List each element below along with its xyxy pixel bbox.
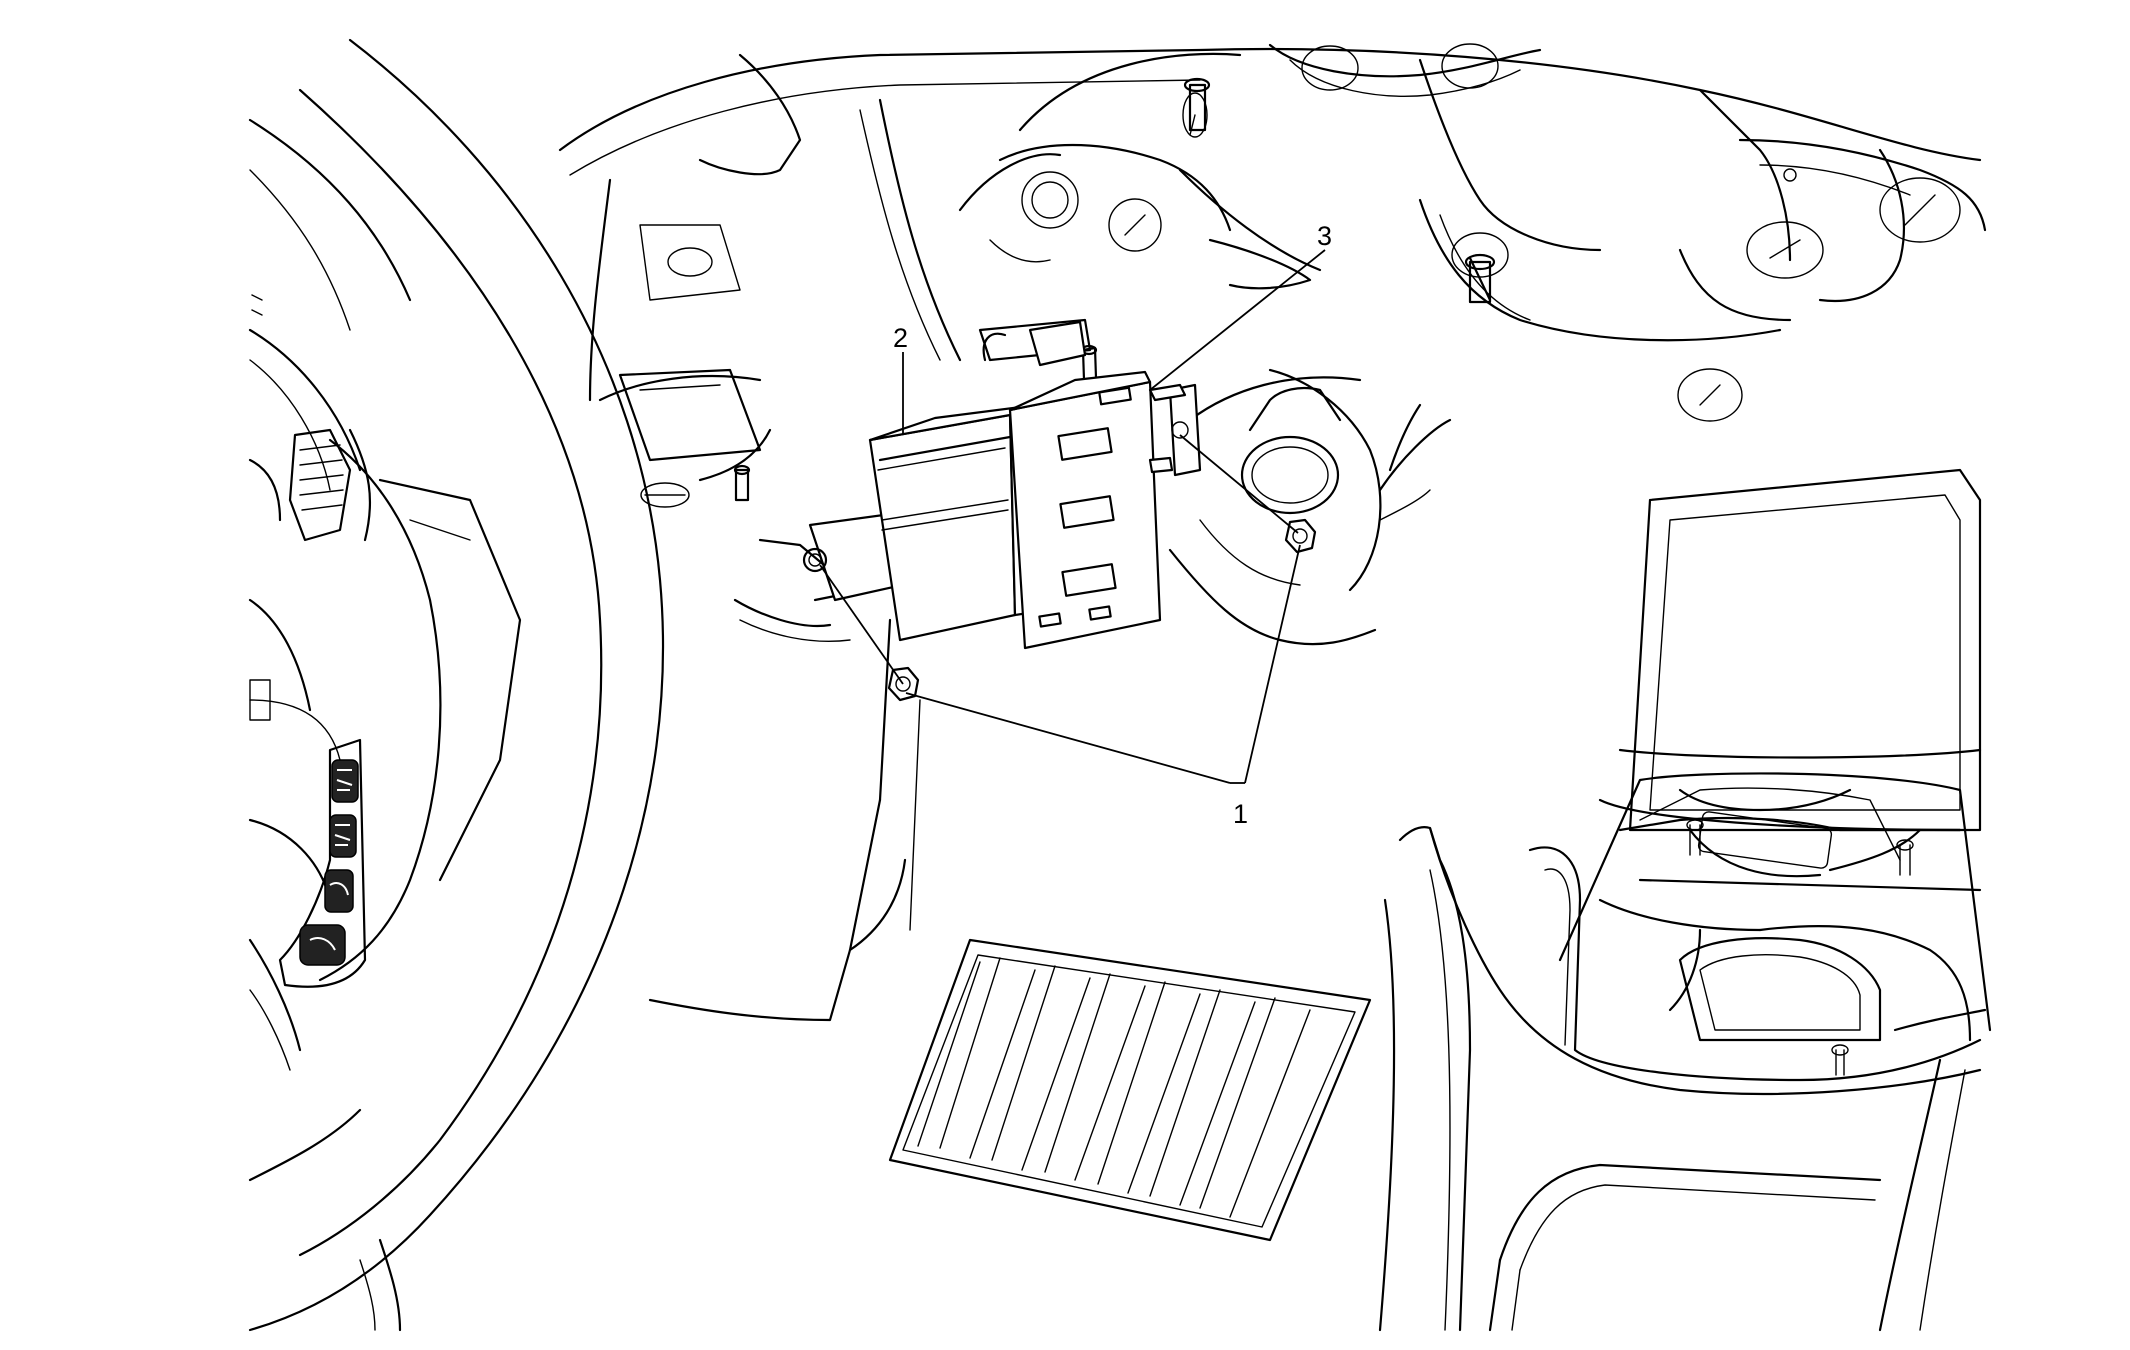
leader-lines [819, 249, 1326, 784]
steering-column-shroud [248, 428, 522, 982]
instrument-panel-support [558, 43, 1987, 508]
callout-1: 1 [1233, 799, 1248, 829]
stud-right [1464, 253, 1496, 304]
callout-2: 2 [893, 323, 908, 353]
console-studs [1686, 819, 1914, 876]
lower-dash-trim [648, 368, 1452, 1022]
bracket-stud-left [733, 464, 751, 502]
callout-3: 3 [1317, 221, 1332, 251]
module-mounting-plate [982, 320, 1187, 650]
steering-wheel-switch-panel [278, 738, 367, 988]
left-dash-edge [249, 294, 402, 1332]
stud-upper [1183, 77, 1211, 132]
steering-wheel [248, 38, 665, 1332]
nut-right [1284, 518, 1317, 554]
brake-pedal [888, 938, 1372, 1242]
center-console [1378, 468, 1992, 1332]
